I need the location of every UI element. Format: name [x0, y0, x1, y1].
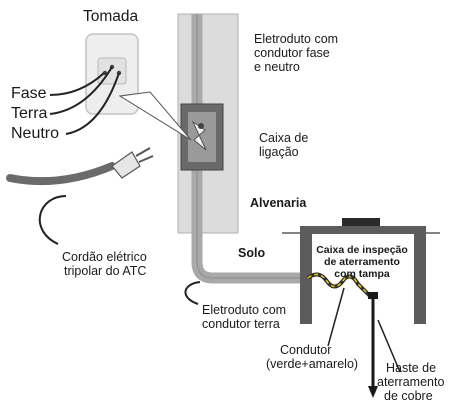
neutro-leader	[65, 72, 120, 135]
fase-leader	[49, 72, 105, 96]
inspection-box-label-3: com tampa	[334, 268, 390, 280]
cord-label-1: Cordão elétrico	[62, 250, 147, 264]
conductor-leader	[327, 287, 345, 347]
plug-cord	[6, 147, 154, 186]
earth-conductor-stripe	[307, 273, 373, 299]
cord-label-2: tripolar do ATC	[64, 264, 147, 278]
rod-label-2: aterramento	[377, 375, 445, 389]
junction-box-label-2: ligação	[259, 145, 299, 159]
phase-conduit-label-1: Eletroduto com	[254, 32, 339, 46]
inspection-box-label-2: de aterramento	[324, 256, 400, 268]
phase-conduit-label-2: condutor fase	[254, 46, 330, 60]
terra-label: Terra	[11, 105, 48, 122]
terra-leader	[49, 66, 113, 115]
inspection-box	[300, 218, 426, 324]
earth-conduit-leader	[184, 281, 201, 305]
rod-leader	[377, 319, 401, 373]
masonry-label: Alvenaria	[250, 196, 307, 210]
earth-conduit-label-1: Eletroduto com	[202, 303, 287, 317]
cord-leader	[38, 195, 67, 245]
junction-box	[180, 103, 224, 171]
conductor-label-2: (verde+amarelo)	[266, 357, 359, 371]
phase-conduit-label-3: e neutro	[254, 60, 300, 74]
earth-conduit-label-2: condutor terra	[202, 317, 280, 331]
rod-label-1: Haste de	[386, 361, 437, 375]
rod-label-3: de cobre	[384, 389, 433, 402]
inspection-box-label-1: Caixa de inspeção	[316, 244, 408, 256]
grounding-rod	[368, 292, 378, 398]
soil-label: Solo	[238, 246, 266, 260]
conductor-label-1: Condutor	[280, 343, 332, 357]
socket-title: Tomada	[83, 8, 139, 25]
fase-label: Fase	[11, 85, 47, 102]
neutro-label: Neutro	[11, 125, 60, 142]
conduit-edge	[196, 14, 308, 279]
junction-box-label-1: Caixa de	[259, 131, 309, 145]
socket-callout	[118, 91, 192, 141]
